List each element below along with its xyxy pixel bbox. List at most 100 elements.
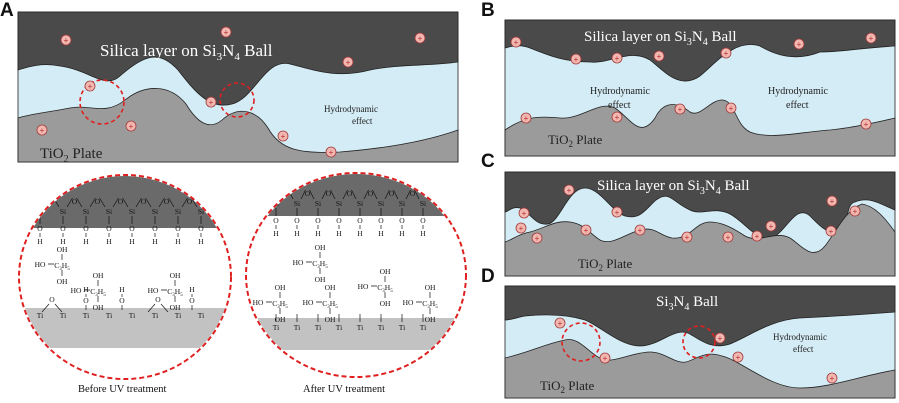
- bond-line: [414, 189, 420, 200]
- bond-line: [181, 197, 188, 208]
- silicon-atom: Si: [294, 199, 300, 208]
- silicon-atom: Si: [152, 207, 158, 216]
- bridging-oxygen: O: [49, 295, 55, 304]
- titanium-atom: Ti: [106, 311, 112, 320]
- svg-text:+: +: [584, 226, 589, 235]
- oxygen-atom: O: [294, 216, 300, 225]
- svg-text:+: +: [755, 232, 760, 241]
- surface-charge-icon: +: [84, 80, 96, 92]
- bond-line: [54, 303, 63, 313]
- svg-text:+: +: [567, 186, 572, 195]
- svg-text:+: +: [830, 197, 835, 206]
- titanium-atom: Ti: [60, 311, 66, 320]
- bond-line: [300, 189, 306, 200]
- oxygen-atom: O: [189, 296, 195, 305]
- panel-a-plate: [17, 88, 459, 163]
- svg-text:+: +: [729, 104, 734, 113]
- panel-c-label: C: [481, 151, 495, 172]
- hydrogen-atom: H: [106, 237, 112, 246]
- panel-b-plate-label: TiO2 Plate: [548, 132, 602, 149]
- silicon-atom: Si: [129, 207, 135, 216]
- svg-text:+: +: [864, 120, 869, 129]
- surface-charge-icon: +: [725, 102, 737, 114]
- panel-a-plate-label: TiO2 Plate: [40, 146, 103, 165]
- bond-line: [168, 197, 175, 208]
- svg-text:+: +: [657, 52, 662, 61]
- bond-line: [321, 189, 327, 200]
- svg-text:+: +: [519, 224, 524, 233]
- hydroxyl-group: OH: [275, 283, 286, 292]
- hydroxyl-group: HO: [148, 286, 159, 295]
- hydrogen-atom: H: [119, 285, 125, 294]
- surface-charge-icon: +: [570, 53, 582, 65]
- bond-line: [89, 197, 96, 208]
- c3h5-group: C3H5: [90, 287, 106, 298]
- c3h5-group: C3H5: [54, 261, 70, 272]
- surface-charge-icon: +: [36, 124, 48, 136]
- panel-a-charges: ++++++++++: [36, 26, 426, 158]
- oxygen-atom: O: [305, 189, 311, 198]
- titanium-atom: Ti: [175, 311, 181, 320]
- surface-charge-icon: +: [580, 224, 592, 236]
- silicon-atom: Si: [315, 199, 321, 208]
- hydroxyl-group: OH: [93, 271, 104, 280]
- svg-text:+: +: [535, 234, 540, 243]
- hydroxyl-group: OH: [93, 303, 104, 312]
- titanium-atom: Ti: [420, 323, 426, 332]
- svg-text:+: +: [853, 207, 858, 216]
- titanium-atom: Ti: [83, 311, 89, 320]
- hydrogen-atom: H: [129, 237, 135, 246]
- silicon-atom: Si: [175, 207, 181, 216]
- panel-d-effect-line1: Hydrodynamic: [773, 332, 827, 342]
- panel-d-plate: [504, 339, 896, 399]
- titanium-atom: Ti: [37, 311, 43, 320]
- surface-charge-icon: +: [342, 56, 354, 68]
- svg-text:+: +: [129, 122, 134, 131]
- svg-text:+: +: [718, 334, 723, 343]
- surface-charge-icon: +: [722, 231, 734, 243]
- caption-before-uv: Before UV treatment: [78, 384, 167, 395]
- panel-b-ball: [504, 19, 896, 82]
- surface-charge-icon: +: [751, 230, 763, 242]
- bond-line: [405, 189, 411, 200]
- panel-c-schematic: Silica layer on Si3N4 Ball TiO2 Plate ++…: [504, 171, 896, 277]
- svg-text:+: +: [678, 105, 683, 114]
- oxygen-atom: O: [95, 197, 101, 206]
- c3h5-group: C3H5: [312, 259, 328, 270]
- bond-line: [393, 189, 399, 200]
- oxygen-atom: O: [129, 224, 135, 233]
- oxygen-atom: O: [83, 224, 89, 233]
- panel-a-ball-label: Silica layer on Si3N4 Ball: [100, 41, 273, 63]
- titanium-atom: Ti: [357, 323, 363, 332]
- bond-line: [76, 197, 83, 208]
- silicon-atom: Si: [83, 207, 89, 216]
- svg-text:+: +: [615, 208, 620, 217]
- panel-c-charges: ++++++++++++++: [515, 184, 861, 244]
- hydroxyl-group: OH: [325, 283, 336, 292]
- hydrogen-atom: H: [37, 237, 43, 246]
- oxygen-atom: O: [368, 189, 374, 198]
- zoom-before-ti-band: [20, 308, 230, 348]
- surface-charge-icon: +: [674, 103, 686, 115]
- oxygen-atom: O: [141, 197, 147, 206]
- svg-text:+: +: [558, 319, 563, 328]
- panel-d-contact-circle-right: [682, 325, 716, 359]
- c3h5-group: C3H5: [272, 299, 288, 310]
- hydrogen-atom: H: [294, 229, 300, 238]
- hydroxyl-group: OH: [57, 245, 68, 254]
- hydroxyl-group: OH: [315, 243, 326, 252]
- panel-a-schematic: Silica layer on Si3N4 Ball Hydrodynamic …: [17, 11, 459, 165]
- panel-a-effect-line1: Hydrodynamic: [324, 104, 378, 114]
- silicon-atom: Si: [399, 199, 405, 208]
- bond-line: [351, 189, 357, 200]
- oxygen-atom: O: [175, 224, 181, 233]
- svg-text:+: +: [726, 233, 731, 242]
- panel-b-schematic: Silica layer on Si3N4 Ball Hydrodynamic …: [504, 19, 896, 157]
- hydrogen-atom: H: [198, 237, 204, 246]
- bridging-oxygen: O: [155, 295, 161, 304]
- oxygen-atom: O: [60, 224, 66, 233]
- silicon-atom: Si: [106, 207, 112, 216]
